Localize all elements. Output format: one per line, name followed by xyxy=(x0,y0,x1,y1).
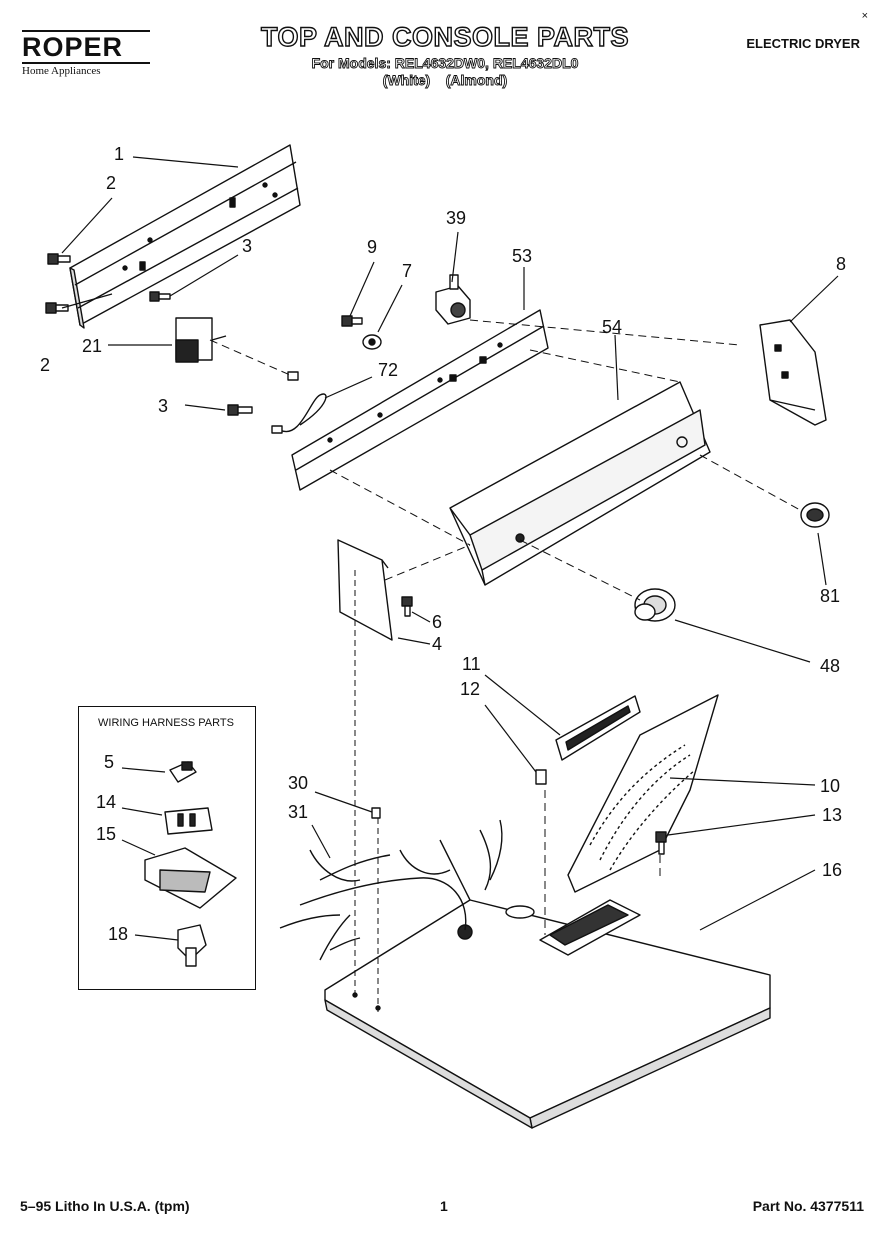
part-53-bracket xyxy=(291,309,549,491)
product-type: ELECTRIC DRYER xyxy=(746,36,860,51)
part-16-top-panel xyxy=(324,899,771,1129)
part-13-screw xyxy=(655,831,667,855)
models-line: For Models: REL4632DW0, REL4632DL0 xyxy=(311,55,579,72)
part-12-clip xyxy=(535,769,547,785)
part-4-bracket xyxy=(337,539,393,641)
alignment-lines xyxy=(209,319,801,935)
brand-subtitle: Home Appliances xyxy=(22,65,101,77)
callout-9: 9 xyxy=(367,237,378,257)
callout-1: 1 xyxy=(114,144,125,164)
footer-print-info: 5–95 Litho In U.S.A. (tpm) xyxy=(20,1198,190,1214)
colors-line: (White) (Almond) xyxy=(382,72,508,89)
part-1-console-panel xyxy=(69,144,301,329)
part-11-grill xyxy=(555,695,641,761)
part-2-screw-bottom xyxy=(45,302,69,314)
callout-48: 48 xyxy=(820,656,841,676)
part-31-wiring-harness xyxy=(279,570,503,1012)
callout-6: 6 xyxy=(432,612,443,632)
part-8-end-cap xyxy=(759,319,827,426)
logo-rule-bottom xyxy=(22,62,150,64)
part-7-nut xyxy=(362,334,382,350)
wiring-harness-legend xyxy=(78,706,256,990)
callout-72: 72 xyxy=(378,360,399,380)
callout-54: 54 xyxy=(602,317,623,337)
part-3-screw-lower xyxy=(227,404,253,416)
part-15-terminal-block xyxy=(144,847,237,909)
part-21-switch xyxy=(175,317,227,363)
callout-10: 10 xyxy=(820,776,841,796)
footer-page-number: 1 xyxy=(440,1198,448,1214)
callout-8: 8 xyxy=(836,254,847,274)
callout-7: 7 xyxy=(402,261,413,281)
callout-2-top: 2 xyxy=(106,173,117,193)
brand-name: ROPER xyxy=(22,32,124,62)
callout-11: 11 xyxy=(462,654,481,674)
model-numbers: For Models: REL4632DW0, REL4632DL0 (Whit… xyxy=(230,55,660,89)
callout-39: 39 xyxy=(446,208,467,228)
footer-part-number: Part No. 4377511 xyxy=(752,1198,864,1214)
part-72-wire xyxy=(271,371,327,434)
callout-31: 31 xyxy=(288,802,309,822)
corner-mark: × xyxy=(861,10,868,22)
callout-30: 30 xyxy=(288,773,309,793)
legend-parts xyxy=(144,761,237,967)
part-9-screw xyxy=(341,315,363,327)
callout-53: 53 xyxy=(512,246,533,266)
callout-4: 4 xyxy=(432,634,443,654)
callout-leaders xyxy=(61,156,839,941)
callout-13: 13 xyxy=(822,805,843,825)
callout-15: 15 xyxy=(96,824,117,844)
callout-3-upper: 3 xyxy=(242,236,253,256)
part-2-screw-top xyxy=(47,253,71,265)
logo-rule-top xyxy=(22,30,150,32)
part-5-connector xyxy=(169,761,197,783)
callout-14: 14 xyxy=(96,792,117,812)
callout-18: 18 xyxy=(108,924,129,944)
callout-21: 21 xyxy=(82,336,103,356)
part-14-connector xyxy=(164,807,213,835)
part-18-clip xyxy=(177,924,207,967)
part-54-console xyxy=(449,381,711,586)
callout-12: 12 xyxy=(460,679,481,699)
legend-title: WIRING HARNESS PARTS xyxy=(98,717,234,729)
part-39-switch xyxy=(435,274,471,325)
part-48-knob xyxy=(634,588,676,622)
page-title: TOP AND CONSOLE PARTS xyxy=(260,21,630,52)
callout-3-lower: 3 xyxy=(158,396,169,416)
part-3-screw-upper xyxy=(149,291,171,302)
part-81-grommet xyxy=(800,502,830,528)
callout-2-bottom: 2 xyxy=(40,355,51,375)
callout-16: 16 xyxy=(822,860,843,880)
part-6-screw xyxy=(401,596,413,617)
callout-81: 81 xyxy=(820,586,841,606)
brand-logo: ROPER Home Appliances xyxy=(22,30,150,77)
callout-5: 5 xyxy=(104,752,115,772)
